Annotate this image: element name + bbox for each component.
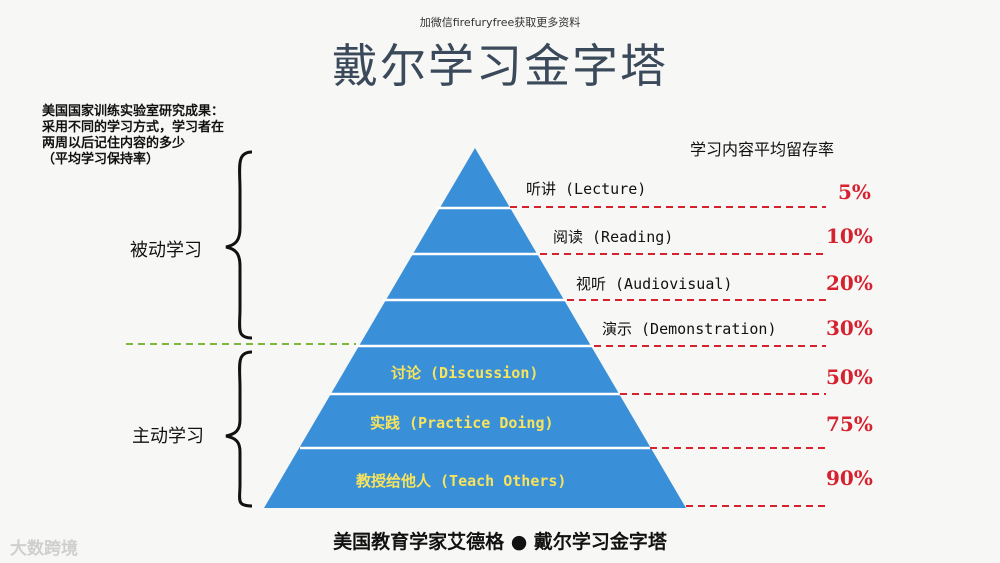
passive-learning-label: 被动学习	[130, 240, 202, 261]
top-note: 加微信firefuryfree获取更多资料	[419, 16, 581, 29]
page-title: 戴尔学习金字塔	[332, 39, 668, 93]
retention-rate-header: 学习内容平均留存率	[690, 140, 835, 159]
watermark-logo: 大数跨境	[10, 539, 78, 559]
rate-teach-others: 90%	[826, 466, 873, 490]
layer-label-lecture: 听讲 (Lecture)	[526, 180, 647, 198]
passive-brace	[225, 150, 253, 340]
layer-label-teach-others: 教授给他人 (Teach Others)	[356, 472, 567, 490]
rate-practice: 75%	[826, 412, 873, 436]
active-learning-label: 主动学习	[132, 426, 204, 447]
rate-demonstration: 30%	[826, 316, 873, 340]
rate-reading: 10%	[826, 224, 873, 248]
pyramid-shape	[264, 148, 686, 508]
rate-lecture: 5%	[838, 180, 871, 204]
rate-discussion: 50%	[826, 365, 873, 389]
active-brace	[225, 350, 253, 508]
rate-audiovisual: 20%	[826, 271, 873, 295]
layer-label-practice: 实践 (Practice Doing)	[370, 414, 554, 432]
footer-caption: 美国教育学家艾德格 ● 戴尔学习金字塔	[333, 531, 667, 553]
layer-label-discussion: 讨论 (Discussion)	[391, 364, 539, 382]
layer-label-reading: 阅读 (Reading)	[553, 228, 674, 246]
layer-label-demonstration: 演示 (Demonstration)	[602, 320, 777, 338]
layer-label-audiovisual: 视听 (Audiovisual)	[576, 275, 733, 293]
intro-note: 美国国家训练实验室研究成果： 采用不同的学习方式，学习者在 两周以后记住内容的多…	[42, 104, 225, 167]
